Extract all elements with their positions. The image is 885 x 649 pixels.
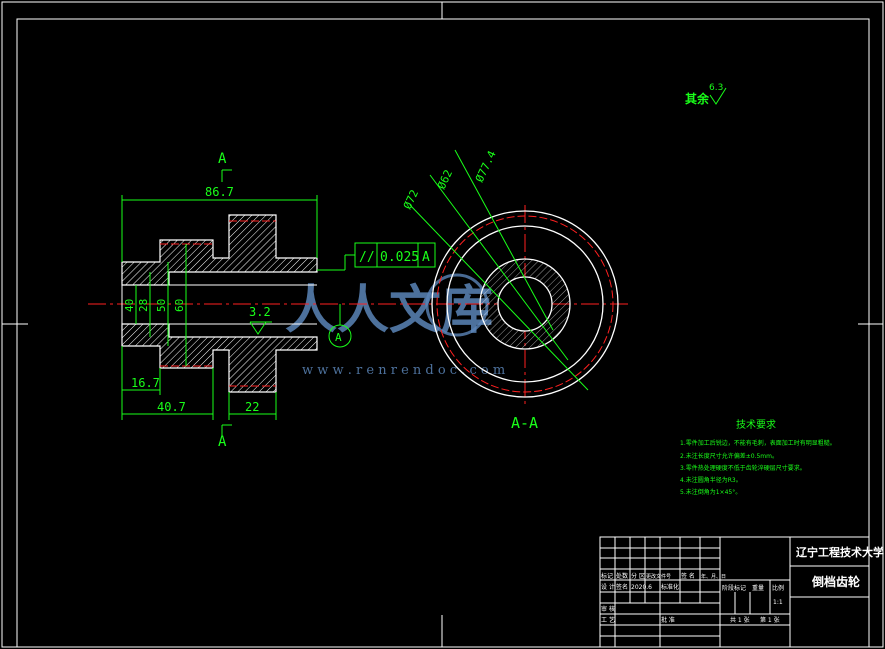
- tolerance-symbol: //: [359, 250, 375, 265]
- tolerance-value: 0.025: [380, 250, 419, 265]
- dim-phi-root: Ø72: [401, 188, 421, 212]
- tolerance-datum: A: [422, 250, 430, 265]
- pitch-circle: [436, 215, 614, 393]
- tech-req-item: 3.零件热处理硬度不低于齿轮淬硬层尺寸要求。: [680, 464, 806, 472]
- upper-section-hatch: [121, 214, 318, 286]
- sheet-total: 共 1 张: [730, 616, 750, 624]
- title-row-label: 签 名: [681, 572, 695, 580]
- title-row2: 签名: [616, 583, 628, 591]
- scale-value: 1:1: [773, 599, 783, 606]
- review-label: 审 核: [601, 605, 615, 613]
- sheet-number: 第 1 张: [760, 616, 780, 624]
- tech-req-title: 技术要求: [736, 418, 776, 431]
- dim-shoulder-length: 16.7: [131, 376, 160, 390]
- approve-label: 批 准: [661, 616, 675, 624]
- part-name: 倒档齿轮: [811, 574, 861, 589]
- tech-req-item: 4.未注圆角半径为R3。: [680, 476, 742, 484]
- title-row-label: 分 区: [631, 572, 645, 580]
- tech-req-item: 5.未注倒角为1×45°。: [680, 488, 741, 496]
- tech-req-item: 1.零件加工后锐边，不能有毛刺，表面加工时有明显粗糙。: [680, 439, 836, 447]
- dim-d50: 50: [155, 299, 168, 312]
- roughness-rest-label: 其余: [685, 91, 710, 106]
- tolerance-frame: // 0.025 A: [354, 242, 436, 268]
- title-row2: 设 计: [601, 583, 615, 591]
- stage-header: 重量: [752, 584, 764, 592]
- dim-overall-length: 86.7: [205, 185, 234, 199]
- title-block-text: 辽宁工程技术大学 倒档齿轮 标记 处数 分 区 更改文件号 签 名 年、月、日 …: [601, 545, 884, 624]
- title-block: [599, 536, 870, 648]
- section-view: [121, 214, 318, 393]
- outer-circle: [431, 210, 619, 398]
- stage-header: 阶段标记: [722, 584, 746, 592]
- section-letter-bottom: A: [218, 434, 227, 450]
- datum-label: A: [335, 331, 342, 344]
- datum-circle: [328, 324, 352, 348]
- process-label: 工 艺: [601, 616, 615, 624]
- dim-d28: 28: [137, 299, 150, 312]
- dim-d40: 40: [123, 299, 136, 312]
- dimension-lines: [121, 87, 727, 437]
- title-row2: 标准化: [661, 583, 679, 591]
- title-row-label: 年、月、日: [701, 573, 726, 580]
- stage-header: 比例: [772, 584, 784, 592]
- end-view: Ø72 Ø62 Ø77.4: [401, 148, 619, 405]
- dim-roughness-bore: 3.2: [249, 305, 271, 319]
- dim-tooth-width: 22: [245, 400, 259, 414]
- title-row2: 2020.6: [631, 584, 652, 591]
- bore-circle: [497, 276, 553, 332]
- title-row-label: 处数: [616, 572, 628, 580]
- root-circle: [446, 225, 604, 383]
- dim-d60: 60: [173, 299, 186, 312]
- dim-phi-pitch: Ø62: [435, 168, 455, 192]
- inner-frame: [16, 18, 870, 648]
- dim-phi-outer: Ø77.4: [473, 148, 499, 184]
- watermark-url: w w w . r e n r e n d o c . c o m: [302, 363, 505, 378]
- section-view-label: A-A: [511, 414, 538, 432]
- school-name: 辽宁工程技术大学: [796, 545, 884, 559]
- watermark: 人人文库 w w w . r e n r e n d o c . c o m: [285, 273, 505, 378]
- section-letter-top: A: [218, 151, 227, 167]
- tech-req-item: 2.未注长度尺寸允许偏差±0.5mm。: [680, 452, 778, 460]
- title-row-label: 更改文件号: [646, 573, 671, 580]
- dim-hub-length: 40.7: [157, 400, 186, 414]
- tech-requirements: 技术要求 1.零件加工后锐边，不能有毛刺，表面加工时有明显粗糙。 2.未注长度尺…: [680, 418, 836, 496]
- watermark-text: 人人文库: [285, 280, 493, 341]
- roughness-rest-value: 6.3: [709, 83, 723, 93]
- title-row-label: 标记: [601, 572, 613, 580]
